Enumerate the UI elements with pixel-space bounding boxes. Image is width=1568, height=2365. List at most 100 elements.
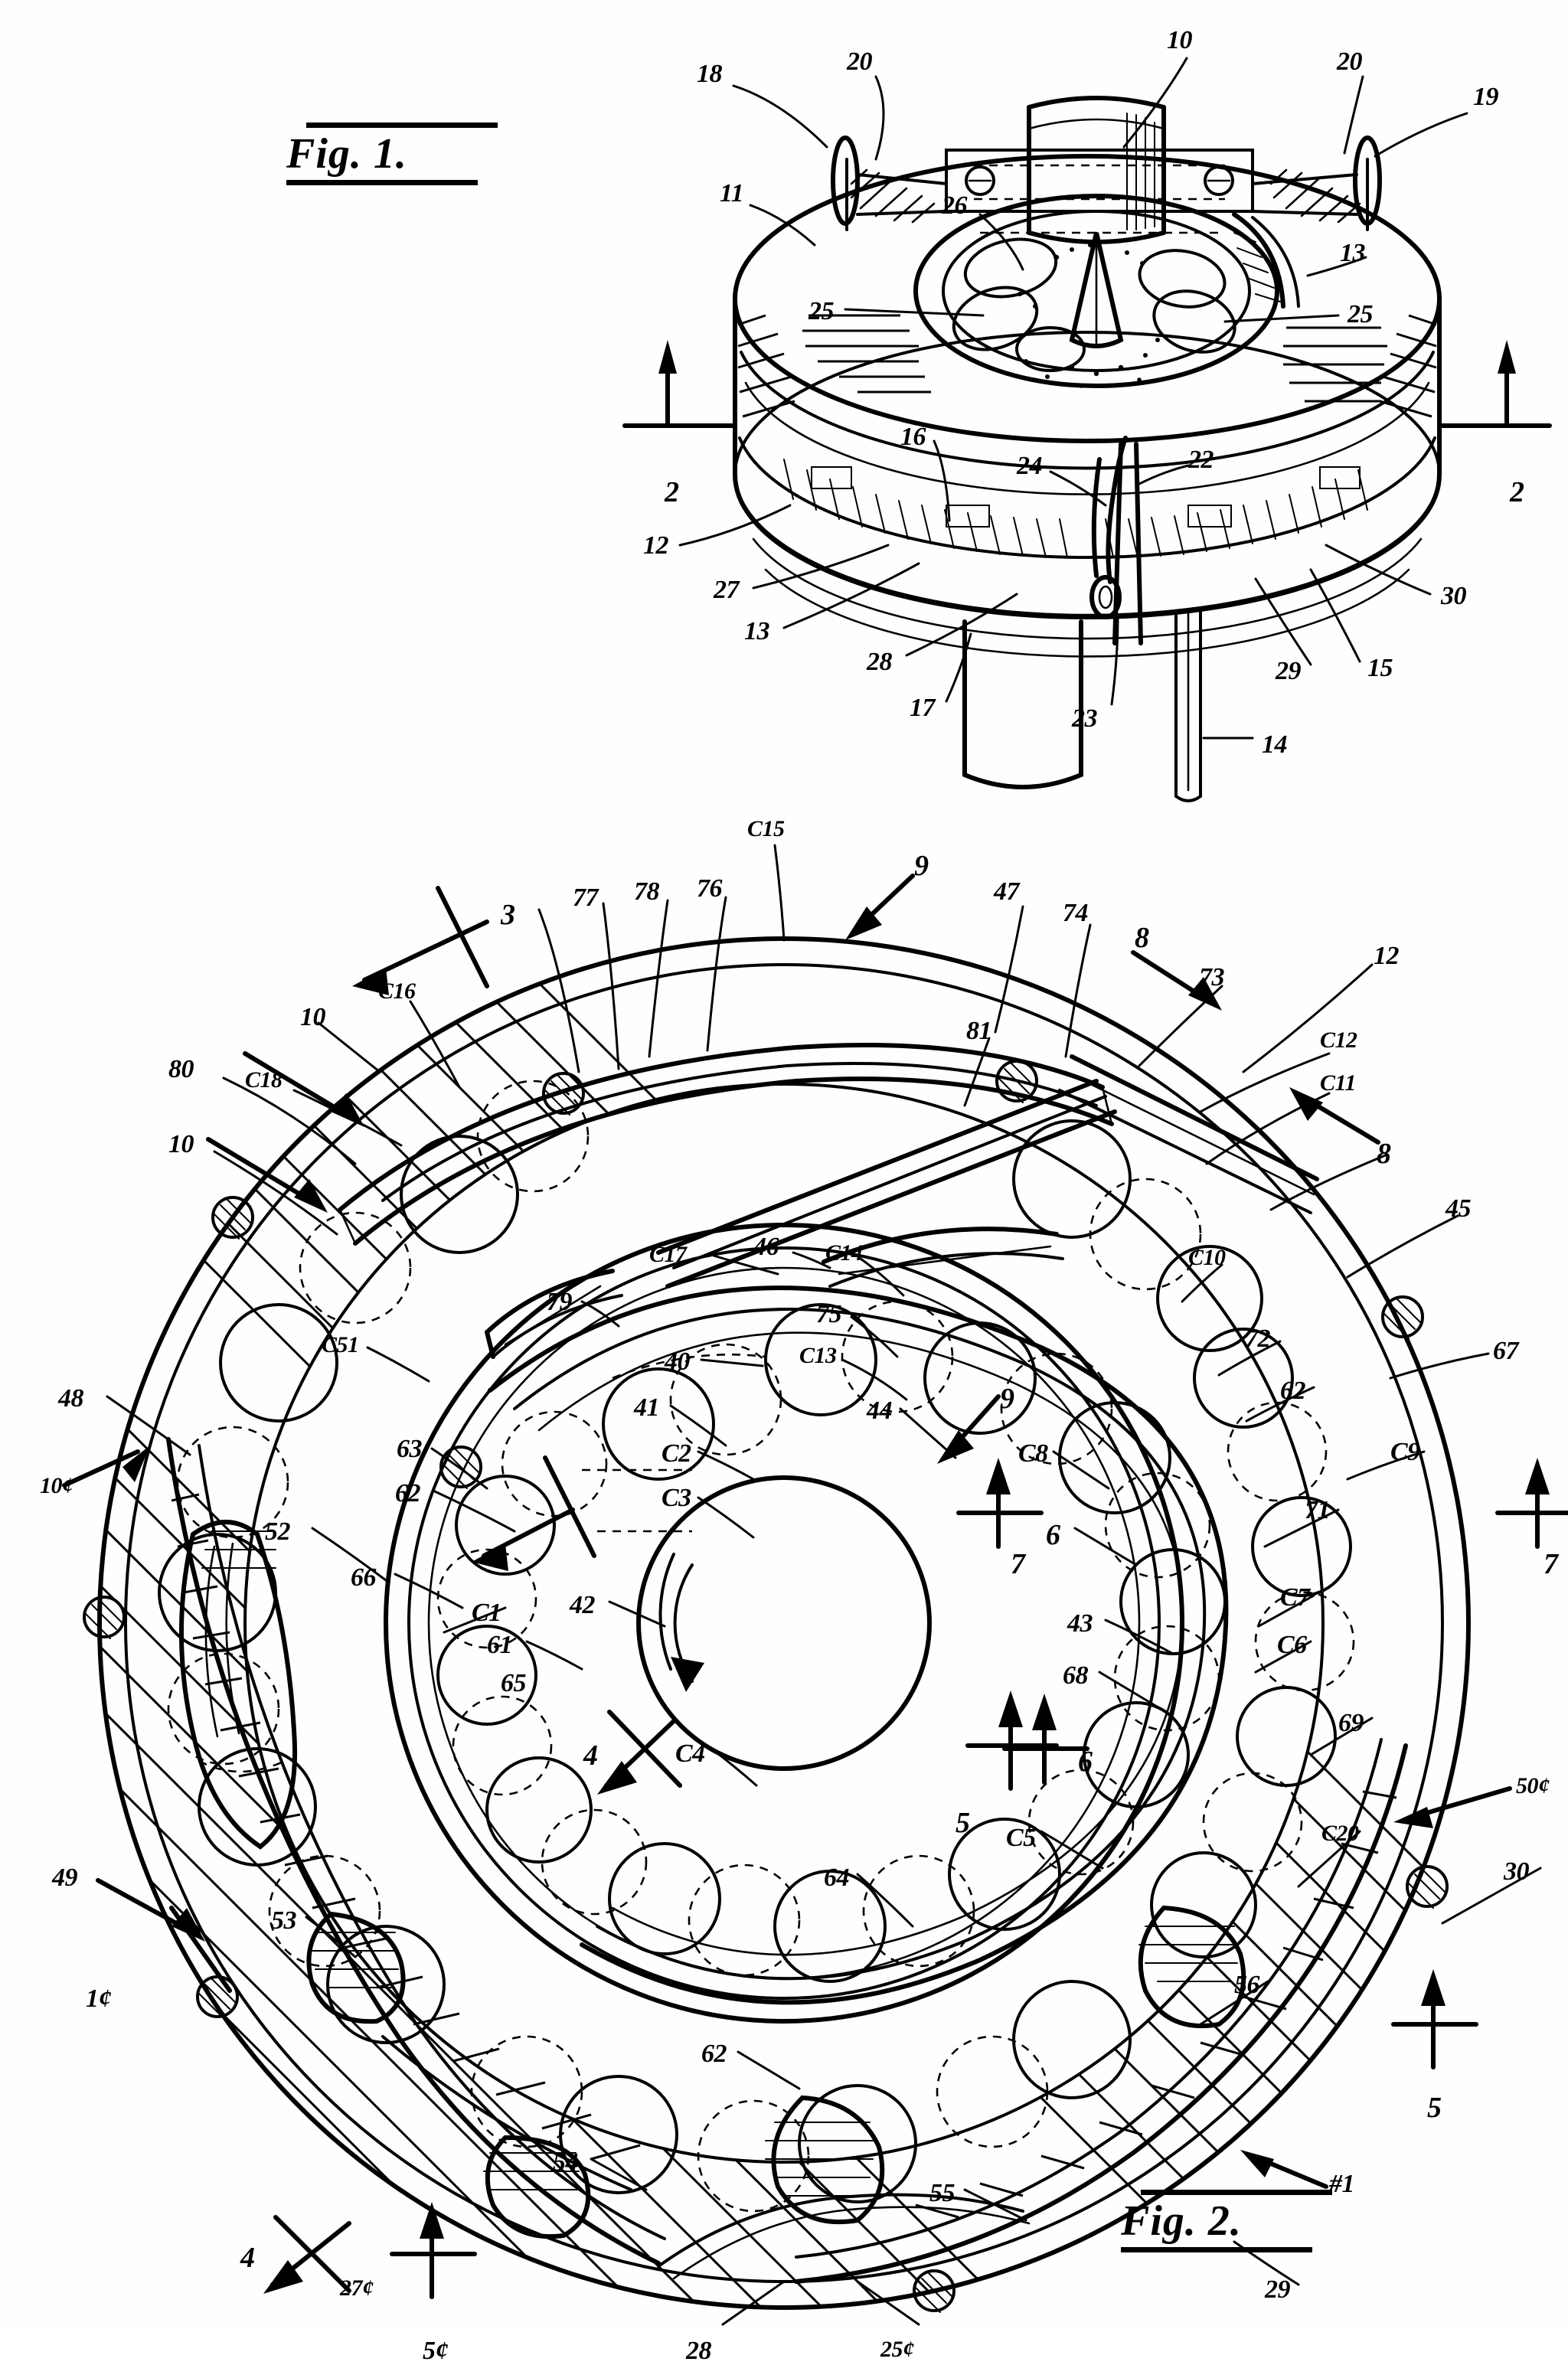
- fig1-ref-numeral-13: 13: [744, 617, 770, 645]
- fig1-ref-numeral-22: 22: [1188, 446, 1214, 474]
- fig2-ref-numeral-63: 63: [397, 1435, 423, 1463]
- fig1-ref-numeral-13: 13: [1340, 239, 1366, 267]
- fig2-ref-numeral-30: 30: [1504, 1857, 1530, 1886]
- fig1-ref-numeral-29: 29: [1276, 657, 1302, 685]
- fig1-ref-numeral-25: 25: [1348, 300, 1374, 328]
- fig2-ref-numeral-41: 41: [634, 1393, 660, 1422]
- fig1-ref-numeral-18: 18: [697, 60, 723, 88]
- fig1-ref-numeral-11: 11: [720, 179, 744, 207]
- fig2-ref-numeral-C7: C7: [1280, 1583, 1310, 1612]
- fig1-ref-numeral-25: 25: [808, 297, 835, 325]
- fig2-ref-numeral-5: 5: [956, 1807, 970, 1839]
- fig1-ref-numeral-19: 19: [1473, 83, 1499, 111]
- fig2-ref-numeral-C3: C3: [662, 1484, 691, 1512]
- fig2-ref-numeral-67: 67: [1493, 1337, 1519, 1365]
- fig2-ref-numeral-49: 49: [52, 1864, 78, 1892]
- fig2-ref-numeral-40: 40: [665, 1347, 691, 1376]
- fig2-ref-numeral-62: 62: [395, 1479, 421, 1508]
- fig2-ref-numeral-69: 69: [1338, 1709, 1364, 1737]
- fig1-ref-numeral-12: 12: [643, 531, 669, 560]
- fig2-ref-numeral-10: 10: [168, 1130, 194, 1158]
- fig2-ref-numeral-73: 73: [1199, 963, 1225, 991]
- fig2-ref-numeral-65: 65: [501, 1669, 527, 1697]
- fig2-ref-numeral-80: 80: [168, 1055, 194, 1083]
- fig1-ref-numeral-16: 16: [900, 423, 926, 451]
- fig2-ref-numeral-C9: C9: [1390, 1438, 1420, 1466]
- fig1-ref-numeral-28: 28: [867, 648, 893, 676]
- fig2-ref-numeral-3: 3: [501, 899, 515, 931]
- fig2-ref-numeral-75: 75: [816, 1300, 842, 1328]
- fig2-ref-numeral-C2: C2: [662, 1439, 691, 1468]
- fig2-ref-numeral-10: 10¢: [40, 1473, 74, 1498]
- fig2-ref-numeral-42: 42: [570, 1591, 596, 1619]
- fig1-ref-numeral-20: 20: [1337, 47, 1363, 76]
- fig2-ref-numeral-76: 76: [697, 874, 723, 903]
- fig1-ref-numeral-26: 26: [942, 191, 968, 220]
- fig2-ref-numeral-C14: C14: [825, 1240, 863, 1266]
- fig2-ref-numeral-C51: C51: [322, 1332, 359, 1357]
- fig1-ref-numeral-2: 2: [1510, 476, 1524, 508]
- fig2-ref-numeral-7: 7: [1544, 1548, 1558, 1580]
- fig2-ref-numeral-44: 44: [867, 1396, 893, 1425]
- fig2-ref-numeral-C1: C1: [472, 1599, 501, 1627]
- fig2-ref-numeral-56: 56: [1234, 1971, 1260, 1999]
- fig1-ref-numeral-14: 14: [1262, 730, 1288, 759]
- fig1-ref-numeral-30: 30: [1441, 582, 1467, 610]
- fig2-ref-numeral-8: 8: [1377, 1138, 1391, 1170]
- figure-1-drawing: [625, 58, 1550, 801]
- fig2-ref-numeral-C20: C20: [1321, 1821, 1359, 1846]
- fig2-ref-numeral-C16: C16: [378, 978, 416, 1004]
- figure-2-label-text: Fig. 2.: [1121, 2197, 1242, 2245]
- fig2-ref-numeral-62: 62: [701, 2040, 727, 2068]
- fig2-ref-numeral-61: 61: [487, 1631, 513, 1659]
- fig2-ref-numeral-45: 45: [1446, 1194, 1472, 1223]
- figure-1-label-text: Fig. 1.: [286, 130, 407, 178]
- fig2-ref-numeral-25: 25¢: [880, 2337, 914, 2362]
- fig2-ref-numeral-C10: C10: [1188, 1245, 1226, 1270]
- fig2-ref-numeral-C11: C11: [1320, 1070, 1356, 1096]
- fig1-ref-numeral-10: 10: [1167, 26, 1193, 54]
- fig2-ref-numeral-12: 12: [1374, 942, 1400, 970]
- fig2-ref-numeral-50: 50¢: [1516, 1773, 1550, 1798]
- fig2-ref-numeral-28: 28: [686, 2337, 712, 2365]
- fig2-ref-numeral-8: 8: [1135, 922, 1149, 954]
- fig2-ref-numeral-5: 5: [1427, 2092, 1442, 2124]
- fig1-ref-numeral-15: 15: [1367, 654, 1393, 682]
- fig2-ref-numeral-66: 66: [351, 1563, 377, 1592]
- fig2-ref-numeral-C8: C8: [1018, 1439, 1048, 1468]
- fig2-ref-numeral-1: 1¢: [86, 1984, 112, 2013]
- fig1-ref-numeral-27: 27: [714, 576, 740, 604]
- fig2-ref-numeral-C15: C15: [747, 816, 785, 841]
- fig2-ref-numeral-53: 53: [271, 1906, 297, 1935]
- fig2-ref-numeral-71: 71: [1305, 1496, 1331, 1524]
- fig2-ref-numeral-55: 55: [929, 2179, 956, 2207]
- fig2-ref-numeral-C4: C4: [675, 1739, 705, 1768]
- fig2-ref-numeral-54: 54: [553, 2148, 579, 2177]
- fig2-ref-numeral-27: 27¢: [340, 2275, 374, 2301]
- fig2-ref-numeral-48: 48: [58, 1384, 84, 1413]
- fig2-ref-numeral-6: 6: [1078, 1746, 1093, 1778]
- fig2-ref-numeral-64: 64: [824, 1864, 850, 1892]
- figure-1-label: Fig. 1.: [260, 122, 498, 185]
- fig2-ref-numeral-77: 77: [573, 884, 599, 912]
- fig1-ref-numeral-20: 20: [847, 47, 873, 76]
- fig2-ref-numeral-46: 46: [753, 1233, 779, 1261]
- fig2-ref-numeral-10: 10: [300, 1003, 326, 1031]
- fig2-ref-numeral-29: 29: [1265, 2275, 1291, 2304]
- fig1-ref-numeral-2: 2: [665, 476, 679, 508]
- fig1-ref-numeral-23: 23: [1072, 704, 1098, 733]
- fig2-ref-numeral-47: 47: [994, 877, 1020, 906]
- fig2-ref-numeral-C6: C6: [1277, 1631, 1307, 1659]
- fig2-ref-numeral-4: 4: [583, 1739, 598, 1772]
- fig2-ref-numeral-1: #1: [1329, 2170, 1355, 2198]
- fig2-ref-numeral-9: 9: [914, 850, 929, 882]
- fig2-ref-numeral-C5: C5: [1006, 1824, 1036, 1852]
- fig2-ref-numeral-C12: C12: [1320, 1027, 1357, 1053]
- figure-2-label: Fig. 2.: [1095, 2190, 1332, 2252]
- fig2-ref-numeral-5: 5¢: [423, 2337, 449, 2365]
- fig1-ref-numeral-17: 17: [910, 694, 936, 722]
- fig2-ref-numeral-7: 7: [1011, 1548, 1025, 1580]
- fig2-ref-numeral-68: 68: [1063, 1661, 1089, 1690]
